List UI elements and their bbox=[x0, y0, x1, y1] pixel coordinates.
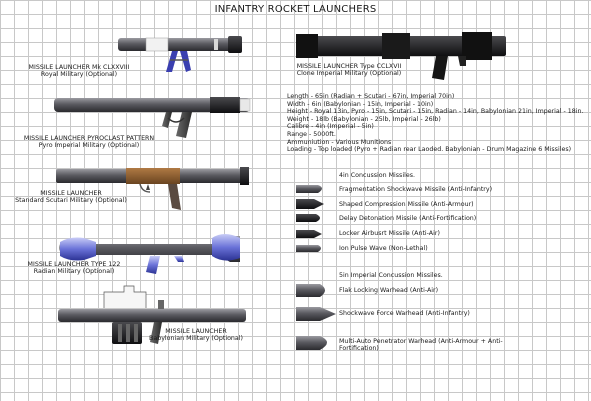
launcher-caption-radian: MISSILE LAUNCHER TYPE 122 Radian Militar… bbox=[18, 261, 130, 276]
launcher-faction: Royal Military (Optional) bbox=[40, 71, 118, 79]
launcher-name: MISSILE LAUNCHER PYROCLAST PATTERN bbox=[23, 135, 155, 142]
launcher-faction: Babylonian Military (Optional) bbox=[149, 335, 243, 343]
spec-length: Length - 65in (Radian + Scutari - 67in, … bbox=[287, 93, 455, 100]
launcher-name: MISSILE LAUNCHER Type CCLXVII bbox=[296, 63, 402, 70]
munitions-5in-heading: 5in Imperial Concussion Missiles. bbox=[339, 272, 443, 279]
launcher-caption-imperial: MISSILE LAUNCHER Type CCLXVII Clone Impe… bbox=[290, 63, 408, 78]
munition-5in-item: Flak Locking Warhead (Anti-Air) bbox=[339, 287, 439, 294]
spec-ammunition: Ammuniution - Various Munitions bbox=[287, 138, 392, 146]
spec-loading: Loading - Top loaded (Pyro + Radian rear… bbox=[287, 146, 572, 154]
munition-4in-item: Fragmentation Shockwave Missile (Anti-In… bbox=[339, 186, 493, 193]
launcher-scutari bbox=[56, 167, 249, 210]
launcher-name: MISSILE LAUNCHER bbox=[165, 328, 227, 335]
spec-weight: Weight - 18lb (Babylonian - 25lb, Imperi… bbox=[287, 115, 441, 123]
launcher-babylonian bbox=[58, 285, 246, 344]
launcher-name: MISSILE LAUNCHER Mk CLXXVIII bbox=[28, 64, 130, 71]
specifications: Length - 65in (Radian + Scutari - 67in, … bbox=[287, 93, 587, 154]
munitions-4in-icons bbox=[296, 185, 324, 252]
launcher-faction: Standard Scutari Military (Optional) bbox=[15, 197, 127, 205]
spec-range: Range - 5000ft. bbox=[287, 130, 336, 138]
spec-calibre: Calibre - 4in (Imperial - 5in) bbox=[287, 123, 374, 131]
munition-4in-item: Delay Detonation Missile (Anti-Fortifica… bbox=[339, 215, 477, 222]
munition-4in-item: Locker Airbusrt Missile (Anti-Air) bbox=[339, 230, 440, 237]
launcher-caption-royal: MISSILE LAUNCHER Mk CLXXVIII Royal Milit… bbox=[6, 64, 152, 79]
munition-4in-item: Ion Pulse Wave (Non-Lethal) bbox=[339, 245, 428, 252]
launcher-caption-scutari: MISSILE LAUNCHER Standard Scutari Milita… bbox=[6, 190, 136, 205]
munition-5in-item: Shockwave Force Warhead (Anti-Infantry) bbox=[339, 310, 470, 317]
launcher-pyroclast bbox=[54, 97, 251, 138]
spec-height: Height - Royal 13in, Pyro - 15in, Scutar… bbox=[287, 108, 584, 116]
launcher-name: MISSILE LAUNCHER bbox=[40, 190, 102, 197]
spec-width: Width - 6in (Babylonian - 15in, Imperial… bbox=[287, 100, 434, 108]
launcher-caption-babylonian: MISSILE LAUNCHER Babylonian Military (Op… bbox=[138, 328, 254, 343]
launcher-faction: Clone Imperial Military (Optional) bbox=[296, 70, 402, 78]
munitions-5in-icons bbox=[296, 284, 336, 350]
munition-4in-item: Shaped Compression Missile (Anti-Armour) bbox=[339, 201, 474, 208]
launcher-faction: Radian Military (Optional) bbox=[33, 268, 115, 276]
launcher-imperial-cclxvii bbox=[296, 32, 506, 80]
munitions-4in-heading: 4in Concussion Missiles. bbox=[339, 172, 415, 179]
page-title: INFANTRY ROCKET LAUNCHERS bbox=[214, 4, 377, 15]
launcher-radian-type-122 bbox=[59, 234, 241, 274]
launcher-faction: Pyro Imperial Military (Optional) bbox=[38, 142, 140, 150]
launcher-name: MISSILE LAUNCHER TYPE 122 bbox=[27, 261, 121, 268]
launcher-royal-mk-clxxviii bbox=[118, 36, 242, 72]
launcher-caption-pyroclast: MISSILE LAUNCHER PYROCLAST PATTERN Pyro … bbox=[10, 135, 168, 150]
munition-5in-item: Multi-Auto Penetrator Warhead (Anti-Armo… bbox=[339, 338, 503, 353]
